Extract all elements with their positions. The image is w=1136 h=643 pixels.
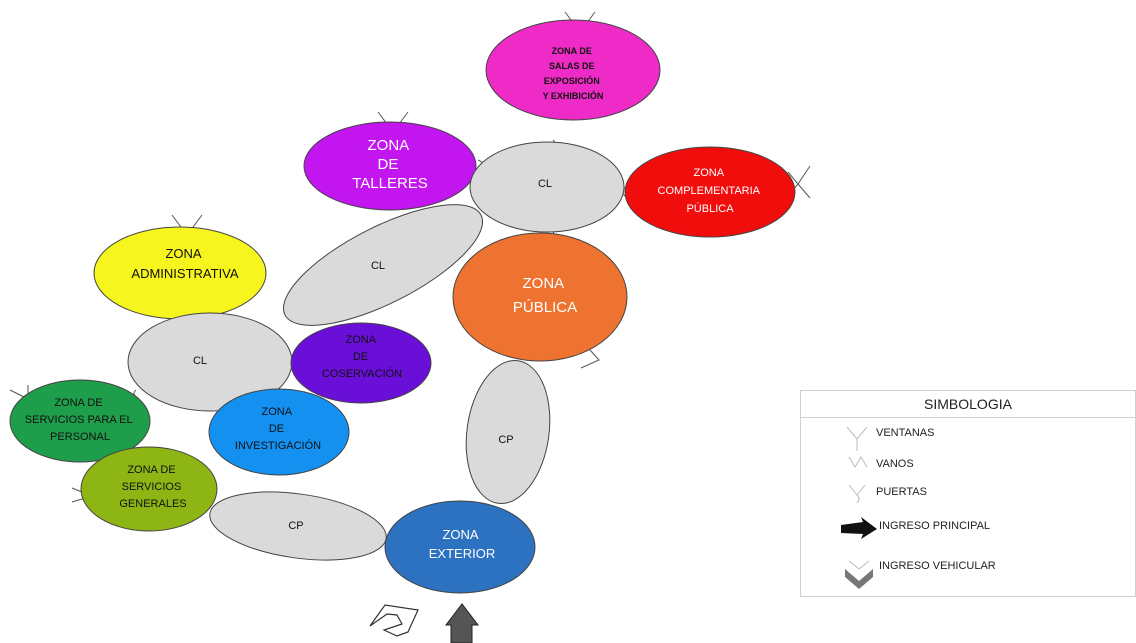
zone-salas — [485, 19, 661, 121]
label-cl-left: CL — [193, 355, 207, 367]
legend-item-vehicle-entrance: INGRESO VEHICULAR — [879, 560, 996, 572]
legend-item-doors: PUERTAS — [876, 486, 927, 498]
zone-complementaria — [624, 146, 796, 238]
zone-cl-mid — [282, 204, 484, 326]
zone-talleres — [303, 121, 477, 211]
legend-item-main-entrance: INGRESO PRINCIPAL — [879, 520, 991, 532]
zone-cp-right — [465, 359, 551, 505]
label-administrativa: ZONA ADMINISTRATIVA — [131, 246, 238, 281]
main-entrance-legend-icon — [841, 517, 877, 539]
legend: SIMBOLOGIA VENTANAS VANOS PUERTAS INGRES… — [800, 390, 1136, 597]
label-talleres: ZONA DE TALLERES — [352, 137, 428, 192]
zone-cl-top — [469, 141, 625, 233]
label-complementaria: ZONA COMPLEMENTARIA PÚBLICA — [658, 167, 763, 215]
zone-conservacion — [290, 322, 432, 404]
zone-investigacion — [208, 388, 350, 476]
label-conservacion: ZONA DE COSERVACIÓN — [322, 334, 402, 380]
label-cp-bottom: CP — [288, 520, 303, 532]
main-entrance-arrow-icon — [444, 603, 480, 643]
opening-symbol-icon — [848, 456, 868, 468]
label-salas: ZONA DE SALAS DE EXPOSICIÓN Y EXHIBICIÓN — [543, 46, 604, 101]
zone-generales — [80, 446, 218, 532]
label-generales: ZONA DE SERVICIOS GENERALES — [119, 464, 186, 510]
legend-title: SIMBOLOGIA — [801, 391, 1135, 418]
label-cl-mid: CL — [371, 260, 385, 272]
legend-icons — [841, 426, 877, 589]
legend-item-windows: VENTANAS — [876, 427, 935, 439]
zone-exterior — [384, 500, 536, 594]
vehicle-entrance-legend-icon — [845, 560, 873, 589]
door-symbol-icon — [848, 484, 866, 504]
label-cp-right: CP — [498, 434, 513, 446]
zone-personal — [9, 379, 151, 463]
zone-publica — [452, 232, 628, 362]
label-publica: ZONA PÚBLICA — [513, 275, 577, 316]
label-cl-top: CL — [538, 178, 552, 190]
window-symbol-icon — [846, 426, 868, 451]
label-investigacion: ZONA DE INVESTIGACIÓN — [235, 406, 321, 452]
label-exterior: ZONA EXTERIOR — [429, 527, 495, 561]
label-personal: ZONA DE SERVICIOS PARA EL PERSONAL — [25, 397, 135, 443]
legend-item-openings: VANOS — [876, 458, 914, 470]
vehicle-entrance-arrow-icon — [369, 604, 419, 637]
